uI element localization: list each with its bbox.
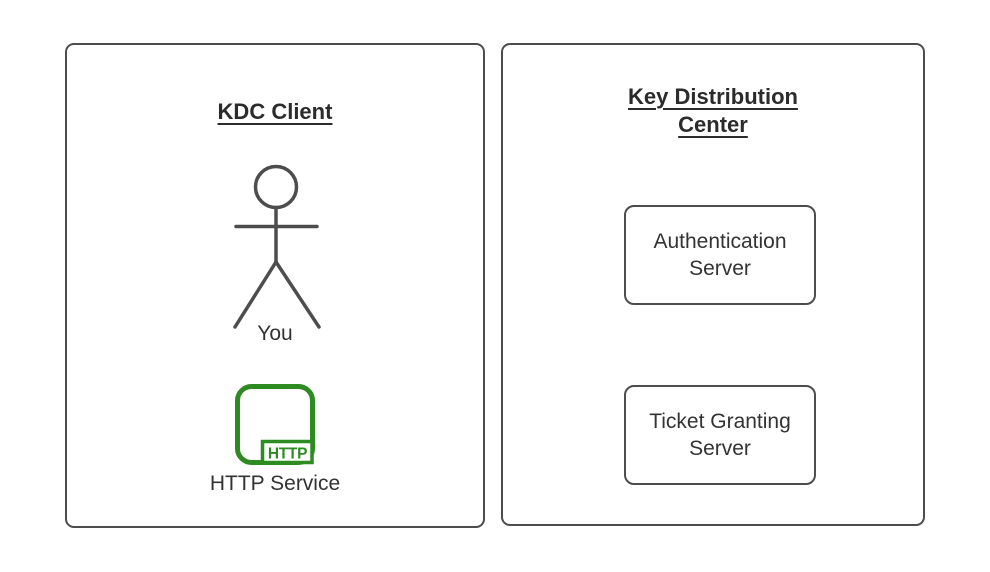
authentication-server-node: Authentication Server <box>624 205 816 305</box>
ticket-granting-server-node: Ticket Granting Server <box>624 385 816 485</box>
key-distribution-center-title-text: Key Distribution Center <box>628 84 798 137</box>
key-distribution-center-title: Key Distribution Center <box>503 83 923 139</box>
actor-icon <box>233 164 321 329</box>
authentication-server-label: Authentication Server <box>653 230 787 280</box>
ticket-granting-server-label: Ticket Granting Server <box>649 410 791 460</box>
kdc-client-title-text: KDC Client <box>217 99 333 124</box>
key-distribution-center-panel: Key Distribution Center Authentication S… <box>501 43 925 526</box>
kdc-client-title: KDC Client <box>67 98 483 126</box>
actor-label: You <box>257 322 293 345</box>
http-service-label: HTTP Service <box>209 472 341 495</box>
http-badge-label: HTTP <box>268 446 307 463</box>
kdc-client-panel: KDC Client You HTTP HTTP Service <box>65 43 485 528</box>
http-service-icon: HTTP <box>235 384 315 465</box>
